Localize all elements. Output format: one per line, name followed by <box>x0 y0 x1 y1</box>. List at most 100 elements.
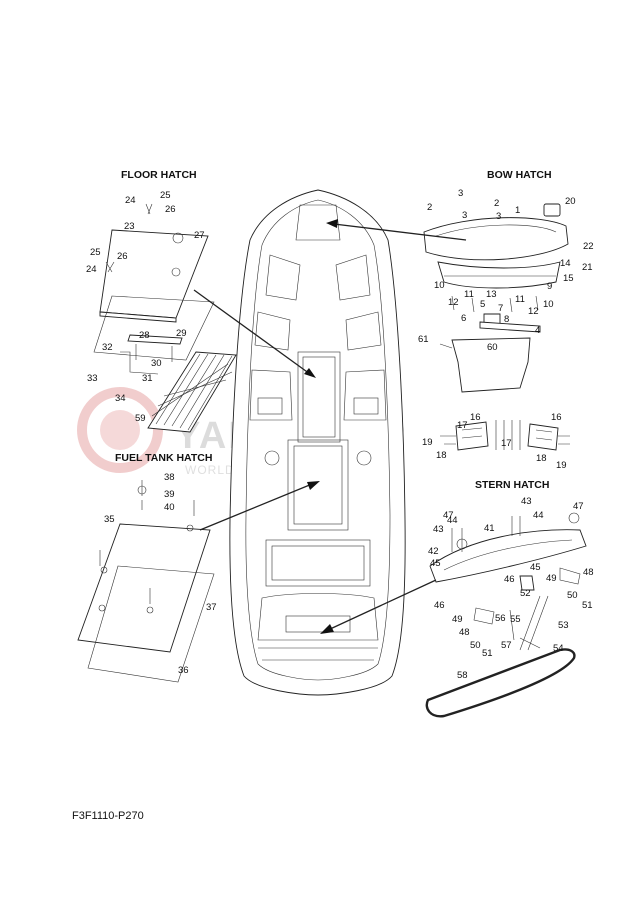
part-number-label: 49 <box>452 614 463 625</box>
part-number-label: 8 <box>504 314 509 325</box>
part-number-label: 43 <box>433 524 444 535</box>
part-number-label: 43 <box>521 496 532 507</box>
part-number-label: 57 <box>501 640 512 651</box>
part-number-label: 5 <box>480 299 485 310</box>
part-number-label: 31 <box>142 373 153 384</box>
part-number-label: 17 <box>501 438 512 449</box>
part-number-label: 26 <box>117 251 128 262</box>
part-number-label: 23 <box>124 221 135 232</box>
part-number-label: 50 <box>567 590 578 601</box>
part-number-label: 33 <box>87 373 98 384</box>
part-number-label: 44 <box>447 515 458 526</box>
bow-hatch-group <box>423 203 569 393</box>
part-number-label: 10 <box>543 299 554 310</box>
floor-hatch-labels: 24 25 26 23 27 25 26 24 28 29 32 30 33 3… <box>86 190 205 424</box>
part-number-label: 6 <box>461 313 466 324</box>
part-number-label: 25 <box>90 247 101 258</box>
part-number-label: 11 <box>515 294 525 305</box>
part-number-label: 22 <box>583 241 594 252</box>
fuel-tank-hatch-group <box>77 480 215 683</box>
side-bracket-group <box>440 420 570 451</box>
part-number-label: 56 <box>495 613 506 624</box>
part-number-label: 48 <box>459 627 470 638</box>
part-number-label: 12 <box>528 306 539 317</box>
part-number-label: 53 <box>558 620 569 631</box>
part-number-label: 16 <box>551 412 562 423</box>
part-number-label: 35 <box>104 514 115 525</box>
bow-hatch-title: BOW HATCH <box>487 169 552 181</box>
part-number-label: 13 <box>486 289 497 300</box>
part-number-label: 59 <box>135 413 146 424</box>
part-number-label: 38 <box>164 472 175 483</box>
part-number-label: 52 <box>520 588 531 599</box>
fuel-tank-hatch-title: FUEL TANK HATCH <box>115 452 212 464</box>
part-number-label: 51 <box>582 600 593 611</box>
part-number-label: 19 <box>422 437 433 448</box>
part-number-label: 61 <box>418 334 429 345</box>
floor-hatch-group <box>93 203 237 433</box>
part-number-label: 24 <box>125 195 136 206</box>
part-number-label: 55 <box>510 614 521 625</box>
part-number-label: 54 <box>553 643 564 654</box>
part-number-label: 40 <box>164 502 175 513</box>
part-number-label: 2 <box>427 202 432 213</box>
part-number-label: 41 <box>484 523 495 534</box>
part-number-label: 21 <box>582 262 593 273</box>
bow-hatch-labels: 3 2 2 3 3 1 20 22 21 14 15 10 9 12 11 13… <box>418 188 594 353</box>
part-number-label: 58 <box>457 670 468 681</box>
part-number-label: 16 <box>470 412 481 423</box>
part-number-label: 7 <box>498 303 503 314</box>
part-number-label: 1 <box>515 205 520 216</box>
part-number-label: 12 <box>448 297 459 308</box>
part-number-label: 19 <box>556 460 567 471</box>
part-number-label: 29 <box>176 328 187 339</box>
part-number-label: 11 <box>464 289 474 300</box>
floor-hatch-title: FLOOR HATCH <box>121 169 197 181</box>
part-number-label: 48 <box>583 567 594 578</box>
part-number-label: 47 <box>573 501 584 512</box>
part-number-label: 60 <box>487 342 498 353</box>
part-number-label: 20 <box>565 196 576 207</box>
part-number-label: 27 <box>194 230 205 241</box>
part-number-label: 32 <box>102 342 113 353</box>
part-number-label: 28 <box>139 330 150 341</box>
part-number-label: 47 <box>443 510 454 521</box>
part-number-label: 18 <box>536 453 547 464</box>
stern-hatch-labels: 16 17 19 18 16 17 18 19 47 43 44 42 41 4… <box>422 412 594 681</box>
part-number-label: 24 <box>86 264 97 275</box>
part-number-label: 30 <box>151 358 162 369</box>
part-number-label: 51 <box>482 648 493 659</box>
leader-arrows <box>193 219 467 634</box>
part-number-label: 3 <box>496 211 501 222</box>
part-number-label: 2 <box>494 198 499 209</box>
part-number-label: 15 <box>563 273 574 284</box>
part-number-label: 25 <box>160 190 171 201</box>
stern-hatch-group <box>425 512 587 718</box>
part-number-label: 18 <box>436 450 447 461</box>
part-number-label: 45 <box>430 558 441 569</box>
diagram-code: F3F1110-P270 <box>72 810 144 822</box>
part-number-label: 9 <box>547 281 552 292</box>
part-number-label: 46 <box>504 574 515 585</box>
part-number-label: 44 <box>533 510 544 521</box>
part-number-label: 42 <box>428 546 439 557</box>
part-number-label: 45 <box>530 562 541 573</box>
part-number-label: 36 <box>178 665 189 676</box>
part-number-label: 46 <box>434 600 445 611</box>
part-number-label: 37 <box>206 602 217 613</box>
stern-hatch-title: STERN HATCH <box>475 479 549 491</box>
part-number-label: 34 <box>115 393 126 404</box>
part-number-label: 26 <box>165 204 176 215</box>
part-number-label: 50 <box>470 640 481 651</box>
part-number-label: 49 <box>546 573 557 584</box>
boat-hull <box>229 189 406 696</box>
part-number-label: 39 <box>164 489 175 500</box>
part-number-label: 10 <box>434 280 445 291</box>
fuel-tank-hatch-labels: 38 39 40 35 37 36 <box>104 472 217 676</box>
part-number-label: 3 <box>458 188 463 199</box>
part-number-label: 3 <box>462 210 467 221</box>
part-number-label: 17 <box>457 420 468 431</box>
part-number-label: 14 <box>560 258 571 269</box>
part-number-label: 4 <box>535 325 540 336</box>
